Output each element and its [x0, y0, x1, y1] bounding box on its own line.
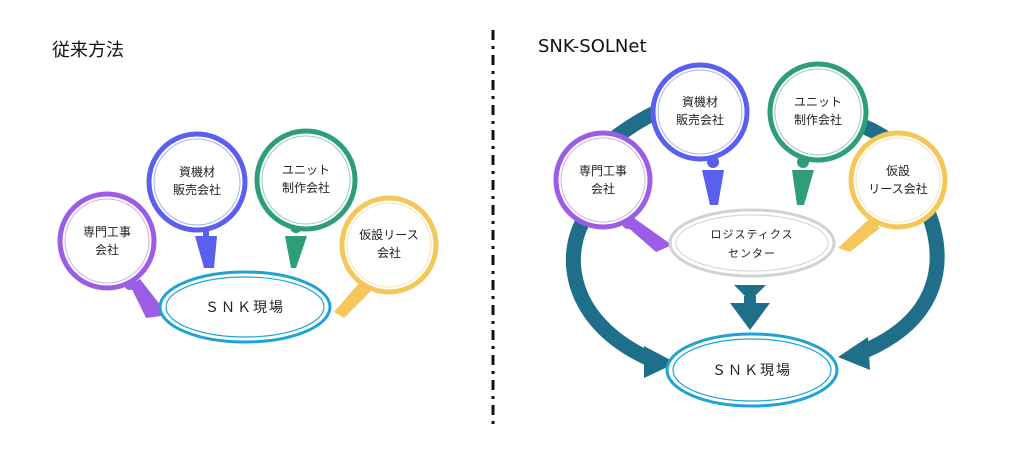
right-node-shizai-line2: 販売会社	[676, 112, 724, 127]
left-site-node: ＳＮＫ現場	[158, 270, 332, 344]
right-node-shizai-line1: 資機材	[682, 94, 718, 109]
right-node-kasetsu-line2: リース会社	[868, 181, 927, 196]
left-node-senmon-line2: 会社	[95, 242, 119, 257]
right-pointer-unit	[792, 156, 814, 205]
right-section-title: SNK-SOLNet	[538, 36, 647, 57]
left-node-kasetsu-line2: 会社	[377, 245, 401, 260]
right-site-label: ＳＮＫ現場	[712, 363, 792, 379]
left-node-unit-line1: ユニット	[282, 163, 330, 177]
right-node-senmon-line2: 会社	[591, 181, 615, 196]
right-site-node: ＳＮＫ現場	[665, 332, 839, 408]
right-hub-node: ロジスティクス センター	[668, 208, 836, 278]
right-pointer-shizai	[702, 156, 724, 205]
right-node-senmon-line1: 専門工事	[579, 164, 627, 178]
left-section-title: 従来方法	[52, 40, 124, 61]
right-hub-line1: ロジスティクス	[710, 228, 793, 241]
right-down-arrow	[730, 285, 770, 330]
left-node-shizai-line2: 販売会社	[173, 182, 221, 197]
left-node-shizai-line1: 資機材	[179, 164, 215, 179]
left-node-shizai: 資機材 販売会社	[146, 131, 248, 233]
left-node-unit: ユニット 制作会社	[254, 128, 358, 232]
right-node-unit-line2: 制作会社	[794, 112, 842, 127]
right-hub-line2: センター	[728, 247, 776, 260]
left-node-unit-line2: 制作会社	[282, 180, 330, 195]
left-node-senmon: 専門工事 会社	[57, 191, 157, 291]
right-node-senmon: 専門工事 会社	[553, 130, 653, 230]
right-node-unit: ユニット 制作会社	[767, 61, 869, 163]
left-site-label: ＳＮＫ現場	[205, 300, 285, 316]
right-node-kasetsu-line1: 仮設	[886, 163, 910, 178]
right-node-shizai: 資機材 販売会社	[650, 62, 750, 162]
left-node-kasetsu: 仮設リース 会社	[339, 195, 439, 295]
left-node-senmon-line1: 専門工事	[83, 225, 131, 239]
left-node-kasetsu-line1: 仮設リース	[359, 227, 418, 242]
right-node-kasetsu: 仮設 リース会社	[848, 130, 948, 230]
right-node-unit-line1: ユニット	[794, 95, 842, 109]
right-pointer-senmon	[622, 217, 672, 252]
